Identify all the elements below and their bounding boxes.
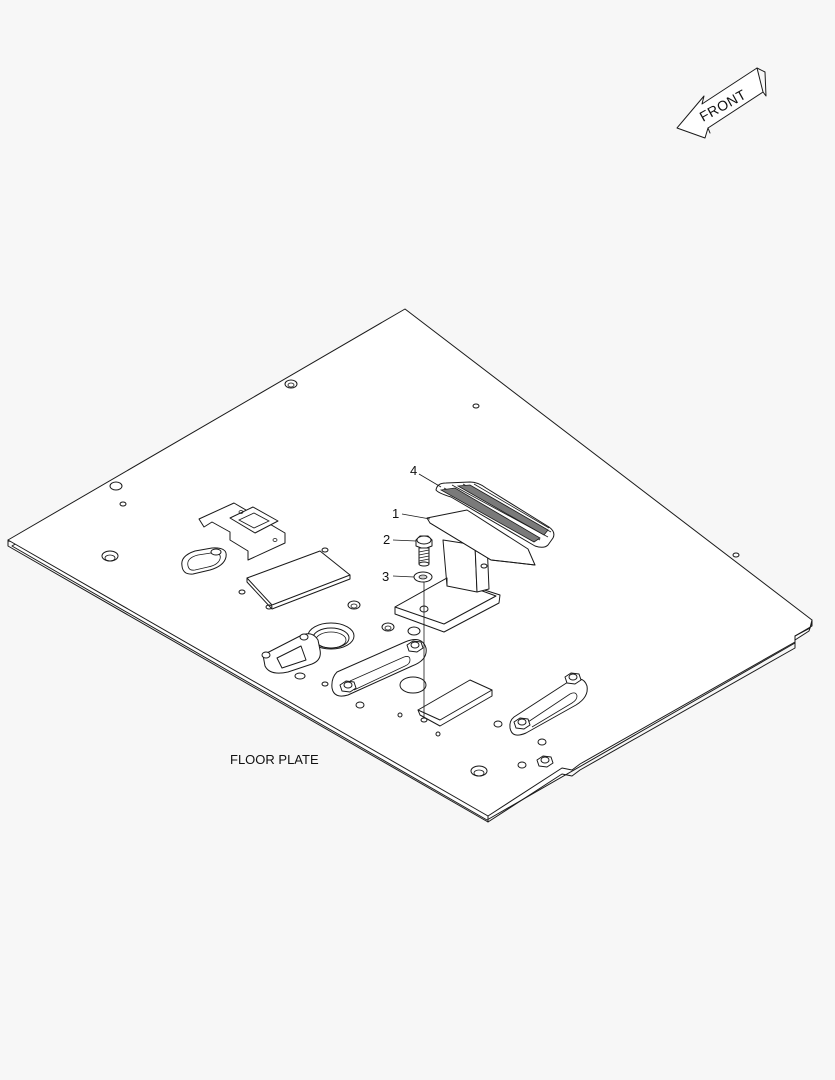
- callout-2: 2: [383, 532, 390, 547]
- bolt-head-lower: [536, 755, 554, 768]
- bolt-head-left-b: [406, 640, 424, 653]
- oval-slot: [181, 547, 227, 575]
- axis-line: [420, 582, 428, 723]
- bolt: [415, 535, 433, 567]
- bolt-head-right-b: [564, 672, 582, 685]
- rect-opening: [246, 550, 351, 610]
- callout-3: 3: [382, 569, 389, 584]
- rect-slot: [417, 679, 493, 727]
- floor-plate: [7, 308, 813, 823]
- callout-4: 4: [410, 463, 417, 478]
- bolt-head-left-a: [339, 680, 357, 693]
- pedal-bracket: [394, 509, 536, 633]
- plate-holes: [101, 379, 740, 777]
- washer: [413, 571, 433, 583]
- callout-1: 1: [392, 506, 399, 521]
- link-right: [509, 672, 588, 736]
- leader-lines: [392, 473, 442, 578]
- bolt-head-right-a: [513, 717, 531, 730]
- cover-plate: [198, 502, 286, 561]
- pedal-pad: [435, 481, 555, 548]
- triangle-bracket: [261, 633, 321, 674]
- front-arrow: FRONT: [676, 67, 767, 139]
- floor-plate-label: FLOOR PLATE: [230, 752, 319, 767]
- link-left: [331, 639, 427, 697]
